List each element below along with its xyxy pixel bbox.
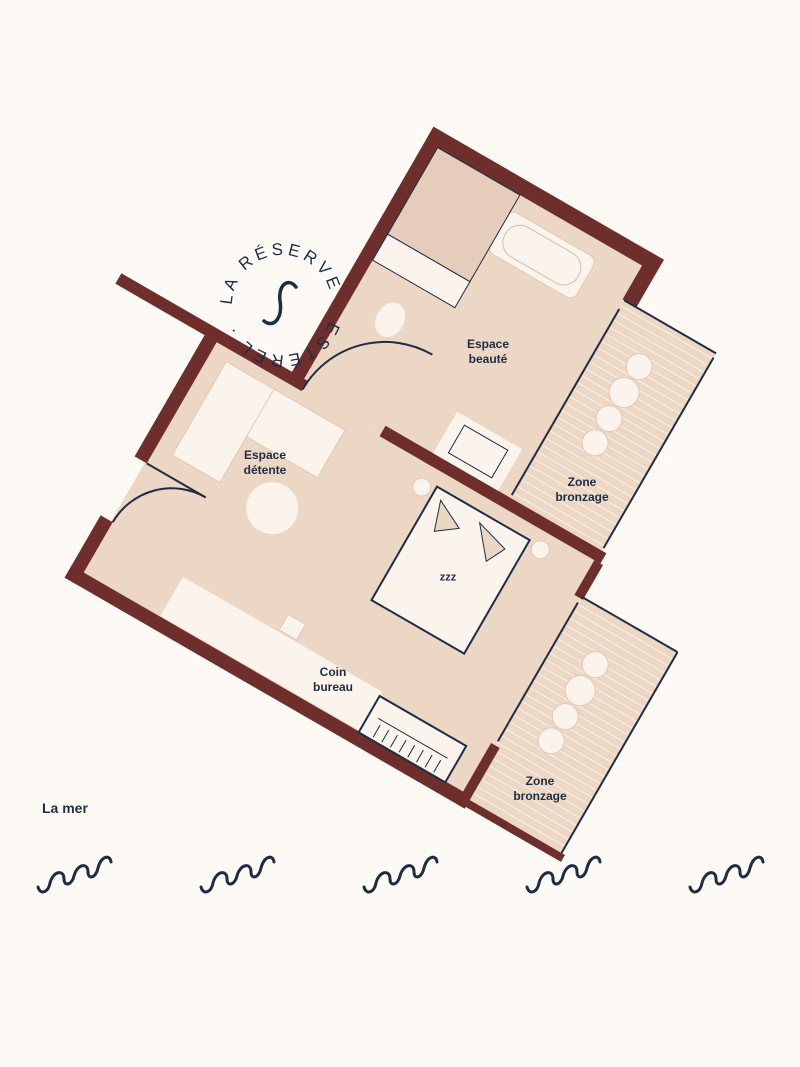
brand-logo: LA RÉSERVE · ESTÉREL · [217, 240, 343, 371]
bed-sleep-mark: zzz [439, 571, 457, 584]
label-line: Zone [525, 774, 555, 788]
upper-loungers [581, 353, 653, 457]
coffee-table [246, 482, 299, 535]
wave-icon [362, 855, 439, 894]
closet [357, 694, 468, 784]
label-line: beauté [468, 352, 508, 366]
wave-icon [525, 855, 602, 894]
desk [160, 576, 383, 731]
bathroom-floor [297, 144, 645, 507]
wave-icon [688, 855, 765, 894]
wave-icon [199, 855, 276, 894]
toilet [375, 302, 406, 337]
label-line: Espace [466, 337, 510, 351]
glazing [111, 299, 717, 854]
vanity-sink [433, 411, 523, 491]
lower-loungers [537, 651, 609, 755]
label-line: bronzage [513, 789, 567, 803]
walls [64, 126, 664, 862]
label-line: Espace [243, 448, 287, 462]
monogram-s-icon [262, 280, 298, 326]
sea-label: La mer [42, 800, 88, 816]
bed [370, 477, 550, 655]
bath-cabinet [371, 233, 471, 309]
desk-chair [278, 613, 307, 641]
rotated-plan [64, 126, 717, 862]
sofa [171, 360, 346, 484]
label-line: Zone [567, 475, 597, 489]
label-line: bronzage [555, 490, 609, 504]
label-line: Coin [319, 665, 347, 679]
sea-waves [36, 855, 765, 894]
label-line: bureau [312, 680, 354, 694]
wave-icon [36, 855, 113, 894]
label-line: détente [243, 463, 287, 477]
